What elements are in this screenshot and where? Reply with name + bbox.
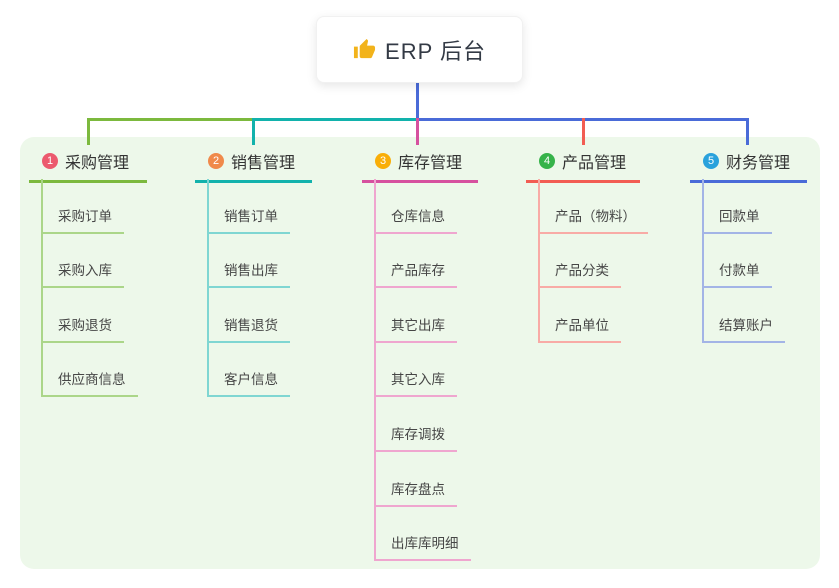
branch-title-finance[interactable]: 5 财务管理 (690, 149, 807, 183)
child-row: 回款单 (690, 179, 807, 234)
child-row: 产品库存 (362, 234, 478, 289)
child-row: 库存调拨 (362, 397, 478, 452)
branch-title-inventory[interactable]: 3 库存管理 (362, 149, 478, 183)
badge-5: 5 (703, 153, 719, 169)
branch-title-purchase[interactable]: 1 采购管理 (29, 149, 147, 183)
node-customer-info[interactable]: 客户信息 (207, 368, 290, 398)
bus-line-purchase (87, 118, 254, 121)
child-row: 产品分类 (526, 234, 648, 289)
branch-finance: 5 财务管理 回款单 付款单 结算账户 (690, 149, 807, 343)
branch-title-label: 财务管理 (726, 155, 791, 172)
node-stock-transfer[interactable]: 库存调拨 (374, 423, 457, 452)
branch-children: 采购订单 采购入库 采购退货 供应商信息 (29, 179, 147, 398)
child-row: 销售订单 (195, 179, 312, 234)
child-row: 出库库明细 (362, 507, 478, 562)
node-purchase-inbound[interactable]: 采购入库 (41, 259, 124, 289)
branch-title-label: 销售管理 (231, 155, 296, 172)
node-sales-return[interactable]: 销售退货 (207, 314, 290, 343)
child-row: 客户信息 (195, 343, 312, 398)
drop-line-inventory (416, 118, 419, 145)
root-node[interactable]: ERP 后台 (316, 16, 523, 83)
node-payment-bill[interactable]: 付款单 (702, 259, 772, 289)
node-purchase-order[interactable]: 采购订单 (41, 205, 124, 234)
drop-line-purchase (87, 118, 90, 145)
branch-title-sales[interactable]: 2 销售管理 (195, 149, 312, 183)
node-product-unit[interactable]: 产品单位 (538, 314, 621, 343)
node-sales-order[interactable]: 销售订单 (207, 205, 290, 234)
drop-line-finance (746, 118, 749, 145)
badge-2: 2 (208, 153, 224, 169)
child-row: 结算账户 (690, 288, 807, 343)
badge-1: 1 (42, 153, 58, 169)
child-row: 供应商信息 (29, 343, 147, 398)
bus-line-sales (252, 118, 419, 121)
child-row: 库存盘点 (362, 452, 478, 507)
branch-title-label: 库存管理 (398, 155, 463, 172)
child-row: 其它出库 (362, 288, 478, 343)
node-other-inbound[interactable]: 其它入库 (374, 368, 457, 398)
branch-title-label: 采购管理 (65, 155, 130, 172)
badge-3: 3 (375, 153, 391, 169)
branch-children: 销售订单 销售出库 销售退货 客户信息 (195, 179, 312, 398)
drop-line-sales (252, 118, 255, 145)
branch-inventory: 3 库存管理 仓库信息 产品库存 其它出库 其它入库 库存调拨 库存盘点 出库库… (362, 149, 478, 562)
badge-4: 4 (539, 153, 555, 169)
child-row: 采购退货 (29, 288, 147, 343)
node-sales-outbound[interactable]: 销售出库 (207, 259, 290, 289)
child-row: 销售出库 (195, 234, 312, 289)
root-node-label: ERP 后台 (385, 38, 486, 64)
node-supplier-info[interactable]: 供应商信息 (41, 368, 138, 398)
branch-children: 产品（物料） 产品分类 产品单位 (526, 179, 648, 343)
drop-line-product (582, 118, 585, 145)
branch-title-label: 产品管理 (562, 155, 627, 172)
mindmap-panel (20, 137, 820, 569)
node-settlement-account[interactable]: 结算账户 (702, 314, 785, 343)
node-product-stock[interactable]: 产品库存 (374, 259, 457, 289)
child-row: 销售退货 (195, 288, 312, 343)
branch-children: 仓库信息 产品库存 其它出库 其它入库 库存调拨 库存盘点 出库库明细 (362, 179, 478, 562)
node-receipt-bill[interactable]: 回款单 (702, 205, 772, 234)
branch-product: 4 产品管理 产品（物料） 产品分类 产品单位 (526, 149, 648, 343)
branch-children: 回款单 付款单 结算账户 (690, 179, 807, 343)
child-row: 其它入库 (362, 343, 478, 398)
child-row: 采购订单 (29, 179, 147, 234)
node-purchase-return[interactable]: 采购退货 (41, 314, 124, 343)
child-row: 采购入库 (29, 234, 147, 289)
node-product-material[interactable]: 产品（物料） (538, 205, 648, 234)
branch-purchase: 1 采购管理 采购订单 采购入库 采购退货 供应商信息 (29, 149, 147, 398)
node-warehouse-info[interactable]: 仓库信息 (374, 205, 457, 234)
child-row: 付款单 (690, 234, 807, 289)
branch-title-product[interactable]: 4 产品管理 (526, 149, 640, 183)
branch-sales: 2 销售管理 销售订单 销售出库 销售退货 客户信息 (195, 149, 312, 398)
node-outbound-detail[interactable]: 出库库明细 (374, 532, 471, 562)
child-row: 产品（物料） (526, 179, 648, 234)
thumbs-up-icon (353, 38, 376, 61)
root-stem-line (416, 83, 419, 120)
node-stock-count[interactable]: 库存盘点 (374, 478, 457, 507)
node-product-category[interactable]: 产品分类 (538, 259, 621, 289)
node-other-outbound[interactable]: 其它出库 (374, 314, 457, 343)
child-row: 仓库信息 (362, 179, 478, 234)
child-row: 产品单位 (526, 288, 648, 343)
